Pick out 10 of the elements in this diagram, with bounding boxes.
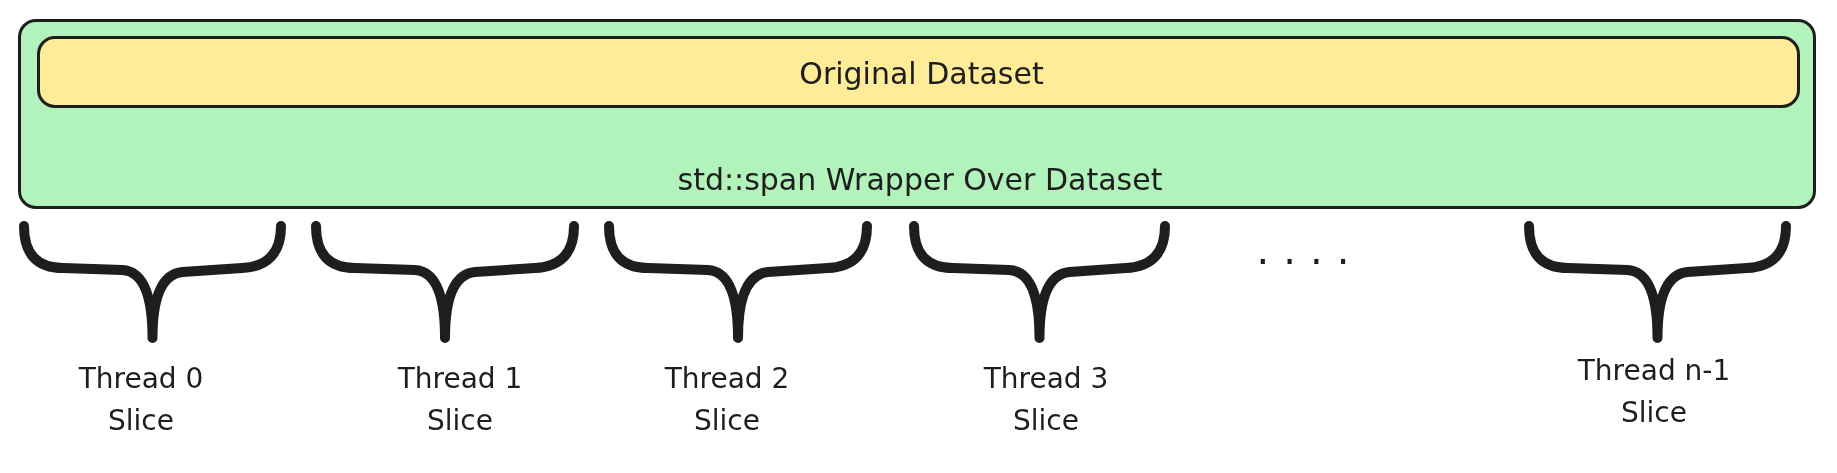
wrapper-box [18, 19, 1816, 209]
dataset-label: Original Dataset [798, 56, 1045, 91]
thread-slice-label: Thread 1 Slice [396, 361, 524, 439]
thread-slice-label: Thread 3 Slice [982, 361, 1110, 439]
thread-slice-label: Thread 2 Slice [663, 361, 791, 439]
wrapper-label: std::span Wrapper Over Dataset [676, 162, 1164, 197]
dataset-box [37, 36, 1800, 108]
ellipsis: .... [1255, 230, 1365, 270]
thread-slice-label: Thread 0 Slice [77, 361, 205, 439]
thread-slice-label: Thread n-1 Slice [1576, 353, 1732, 431]
